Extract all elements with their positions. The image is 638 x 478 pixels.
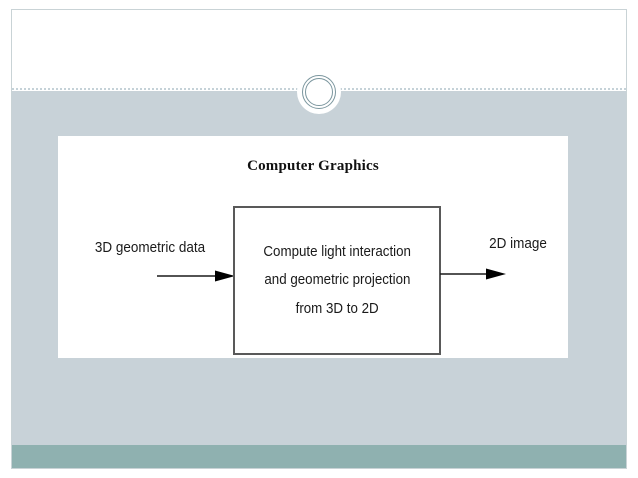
input-arrow-icon xyxy=(157,270,235,282)
circle-ornament-inner-ring-icon xyxy=(305,78,333,106)
circle-ornament-outer-ring-icon xyxy=(302,75,336,109)
process-line-2: and geometric projection xyxy=(263,272,411,289)
output-label: 2D image xyxy=(489,236,547,252)
presentation-slide: Computer Graphics 3D geometric data Comp… xyxy=(11,9,627,469)
process-line-3: from 3D to 2D xyxy=(295,300,379,317)
process-box: Compute light interaction and geometric … xyxy=(233,206,441,355)
content-panel: Computer Graphics 3D geometric data Comp… xyxy=(58,136,568,358)
process-line-1: Compute light interaction xyxy=(263,243,411,260)
diagram-title: Computer Graphics xyxy=(247,158,379,174)
input-label: 3D geometric data xyxy=(94,240,206,256)
output-arrow-icon xyxy=(440,268,506,280)
slide-footer-accent-bar xyxy=(12,445,626,468)
